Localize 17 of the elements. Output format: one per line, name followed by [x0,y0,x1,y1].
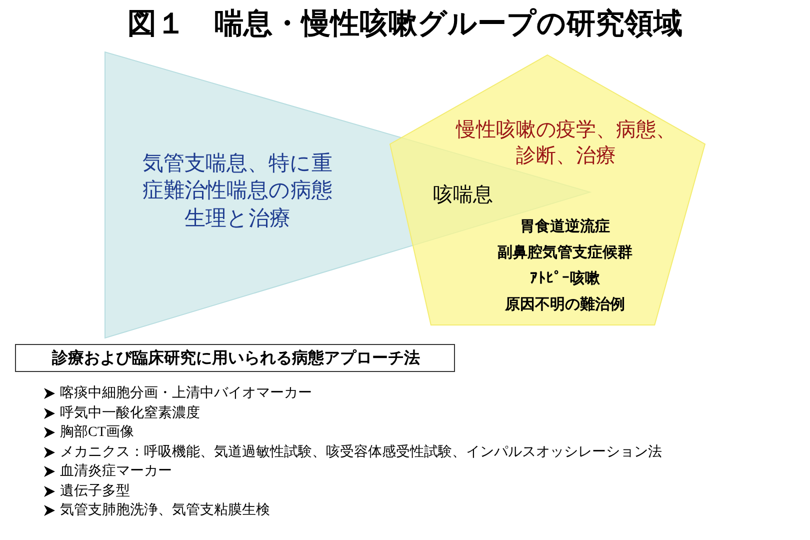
item-text: ｱﾄﾋﾟｰ咳嗽 [529,270,601,289]
list-item: 遺伝子多型 [60,482,130,500]
item-text: 副鼻腔気管支症候群 [496,244,634,263]
item-text: 胃食道逆流症 [519,218,611,237]
topic-text: 気管支喘息、特に重症難治性喘息の病態生理と治療 [142,150,334,232]
pentagon-area [390,55,705,325]
list-item: 胸部CT画像 [60,424,134,442]
topic-text: 慢性咳嗽の疫学、病態、診断、治療 [454,118,677,169]
list-item: 気管支肺胞洗浄、気管支粘膜生検 [60,502,270,520]
list-item: メカニクス：呼吸機能、気道過敏性試験、咳受容体感受性試験、インパルスオッシレーション法 [60,443,662,462]
list-item: 喀痰中細胞分画・上清中バイオマーカー [60,384,312,403]
item-text: 原因不明の難治例 [504,296,626,315]
topic-text: 咳喘息 [432,183,494,208]
heading-box: 診療および臨床研究に用いられる病態アプローチ法 [15,344,455,372]
list-item: 呼気中一酸化窒素濃度 [60,404,200,422]
list-item: 血清炎症マーカー [60,462,172,481]
diagram-title: 図１ 喘息・慢性咳嗽グループの研究領域 [126,6,684,42]
